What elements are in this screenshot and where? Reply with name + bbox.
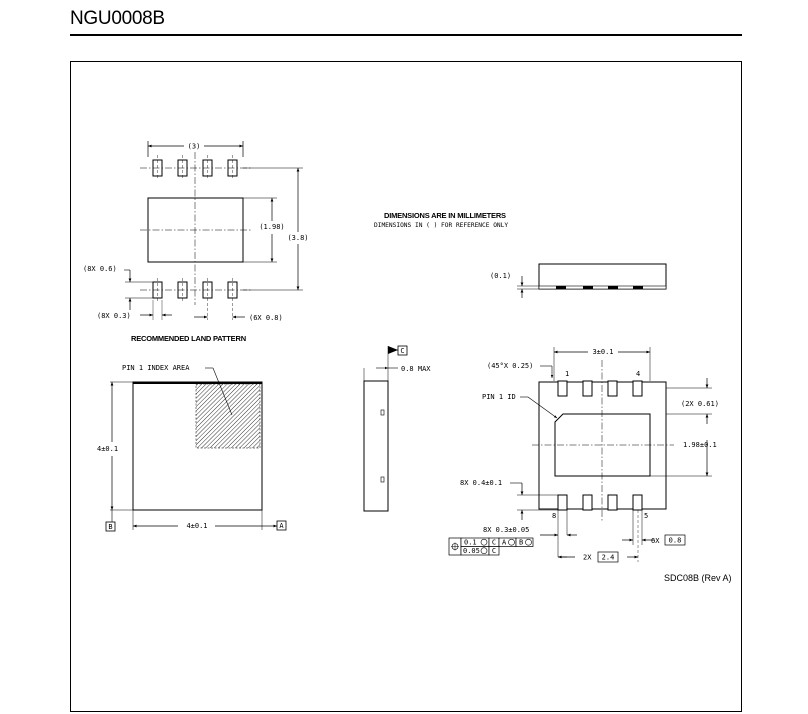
- pin-5-label: 5: [644, 512, 648, 520]
- pitch-basic-dim: 0.8: [669, 537, 682, 545]
- datum-b-label: B: [108, 523, 112, 531]
- datum-a: [276, 520, 287, 531]
- fcf1-tolerance: 0.1: [464, 539, 477, 547]
- fcf2-tolerance: 0.05: [463, 547, 480, 555]
- lmc-symbol-icon: [508, 538, 515, 546]
- lead-width-dim: 8X 0.3±0.05: [483, 526, 529, 534]
- datum-a-label: A: [279, 522, 284, 530]
- feature-control-frame: 0.1 C A B 0.05 C: [448, 537, 534, 556]
- lead-length-dim: 8X 0.4±0.1: [460, 479, 502, 487]
- land-pattern-view: (3) (1.98) (3.8): [83, 141, 309, 343]
- body-width-dim: 3±0.1: [592, 348, 613, 356]
- span-basic-dim: 2.4: [602, 554, 615, 562]
- pin-1-label: 1: [565, 370, 569, 378]
- revision-label: SDC08B (Rev A): [664, 573, 732, 583]
- chamfer-dim: (45°X 0.25): [487, 362, 533, 370]
- mmc-symbol-icon: [480, 547, 488, 555]
- datum-c-label: C: [400, 347, 404, 355]
- page-title: NGU0008B: [70, 8, 165, 29]
- reference-note: DIMENSIONS IN ( ) FOR REFERENCE ONLY: [374, 222, 508, 229]
- title-rule: [70, 34, 742, 36]
- land-pad-width-dim: (8X 0.3): [97, 312, 131, 320]
- top-height-dim: 4±0.1: [97, 445, 118, 453]
- fcf1-datum-a: A: [502, 539, 507, 547]
- land-pad-length-dim: (8X 0.6): [83, 265, 117, 273]
- datum-c: [397, 345, 408, 356]
- end-view: (0.1): [490, 263, 667, 298]
- units-note: DIMENSIONS ARE IN MILLIMETERS: [384, 211, 506, 220]
- fcf2-datum-c: C: [492, 547, 496, 555]
- datum-b: [105, 521, 116, 532]
- fcf1-datum-c: C: [492, 539, 496, 547]
- pitch-count-label: 6X: [651, 537, 660, 545]
- lead-width-ref-dim: (2X 0.61): [681, 400, 719, 408]
- mmc-symbol-icon: [480, 538, 488, 546]
- lmc-symbol-icon: [525, 538, 532, 546]
- basic-dim-box: [664, 534, 686, 546]
- max-height-dim: 0.8 MAX: [401, 365, 431, 373]
- land-outer-height-dim: (3.8): [287, 234, 308, 242]
- basic-dim-box: [597, 551, 619, 563]
- land-width-dim: (3): [188, 143, 201, 151]
- pin1-index-label: PIN 1 INDEX AREA: [122, 364, 190, 372]
- side-view: C 0.8 MAX: [363, 345, 431, 512]
- fcf1-datum-b: B: [519, 539, 523, 547]
- pin-8-label: 8: [552, 512, 556, 520]
- standoff-dim: (0.1): [490, 272, 511, 280]
- span-count-label: 2X: [583, 554, 592, 562]
- exposed-pad: [554, 413, 651, 477]
- land-pattern-caption: RECOMMENDED LAND PATTERN: [131, 334, 246, 343]
- land-pad-height-dim: (1.98): [259, 223, 284, 231]
- land-pitch-dim: (6X 0.8): [249, 314, 283, 322]
- drawing-frame: [70, 61, 742, 712]
- top-width-dim: 4±0.1: [186, 522, 207, 530]
- top-view: PIN 1 INDEX AREA 4±0.1 B 4±0.1 A: [97, 364, 287, 532]
- pin-4-label: 4: [636, 370, 640, 378]
- pad-height-dim: 1.98±0.1: [683, 441, 717, 449]
- bottom-view: 1 4 5 8 3±0.1 (45°X 0.25) PIN 1 ID (2X 0…: [448, 347, 719, 563]
- pin1-id-label: PIN 1 ID: [482, 393, 516, 401]
- pin1-index-area: [195, 383, 261, 449]
